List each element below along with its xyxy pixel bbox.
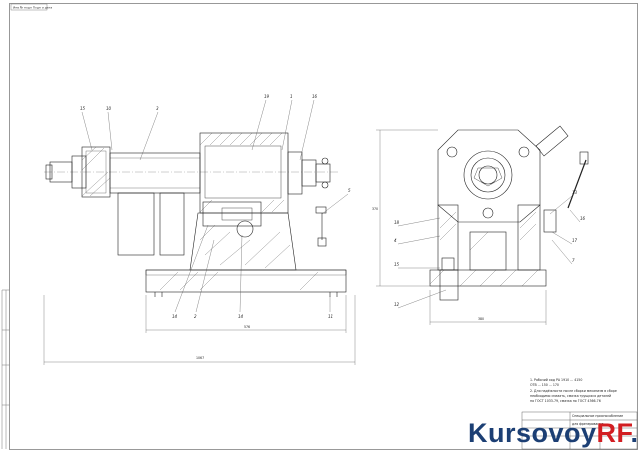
watermark-part-3: .ru [630,418,640,448]
svg-text:4: 4 [394,238,397,243]
svg-text:3: 3 [156,106,159,111]
title-line-1: Специальное приспособление [572,414,623,418]
dim-left-total: 1067 [196,356,204,360]
note-line-3: 2. Для надёжности после сборки механизм … [530,389,617,393]
dim-left-inner: 576 [244,325,250,329]
front-view-labels: 15 10 3 19 1 16 5 14 2 14 11 1067 576 [80,94,351,360]
watermark-part-1: Kursovoy [468,418,597,448]
note-line-2: ОТВ ... 150 ... 170 [530,383,559,387]
svg-text:2: 2 [194,314,197,319]
svg-text:5: 5 [348,188,351,193]
svg-text:1: 1 [290,94,293,99]
svg-text:15: 15 [80,106,86,111]
title-block [521,411,638,450]
svg-text:15: 15 [394,262,400,267]
note-line-1: 1. Рабочий ход PА 1910 ... 4150 [530,378,582,382]
side-view [376,125,589,325]
sheet-border [9,3,638,450]
side-view-labels: 18 4 15 12 13 17 7 16 370 380 [372,190,586,321]
hatching-front [81,132,319,291]
leaders-side [397,195,581,309]
hatching-side [429,211,539,287]
leaders-front [81,99,349,313]
svg-text:12: 12 [394,302,400,307]
note-line-5: по ГОСТ 1033-79, смазка по ГОСТ 4366-76 [530,399,601,403]
svg-text:14: 14 [238,314,244,319]
title-line-2: для фрезерования [572,422,603,426]
svg-text:7: 7 [572,258,575,263]
svg-text:10: 10 [106,106,112,111]
svg-text:16: 16 [312,94,318,99]
technical-notes: 1. Рабочий ход PА 1910 ... 4150 ОТВ ... … [530,378,617,403]
watermark-logo: KursovoyRF.ru [468,418,640,449]
front-view [43,99,356,365]
svg-text:18: 18 [394,220,400,225]
watermark-part-2: RF [596,418,631,448]
svg-text:17: 17 [572,238,578,243]
svg-text:14: 14 [172,314,178,319]
top-left-stamp: Инв № подл Подп и дата [10,3,52,11]
stamp-text: Инв № подл Подп и дата [13,6,52,10]
svg-text:11: 11 [328,314,333,319]
note-line-4: необходимо смазать, смазка трущихся дета… [530,394,611,398]
svg-text:16: 16 [580,216,586,221]
svg-text:19: 19 [264,94,270,99]
svg-text:13: 13 [572,190,578,195]
dim-right-width: 380 [478,317,484,321]
dim-right-height: 370 [372,207,378,211]
